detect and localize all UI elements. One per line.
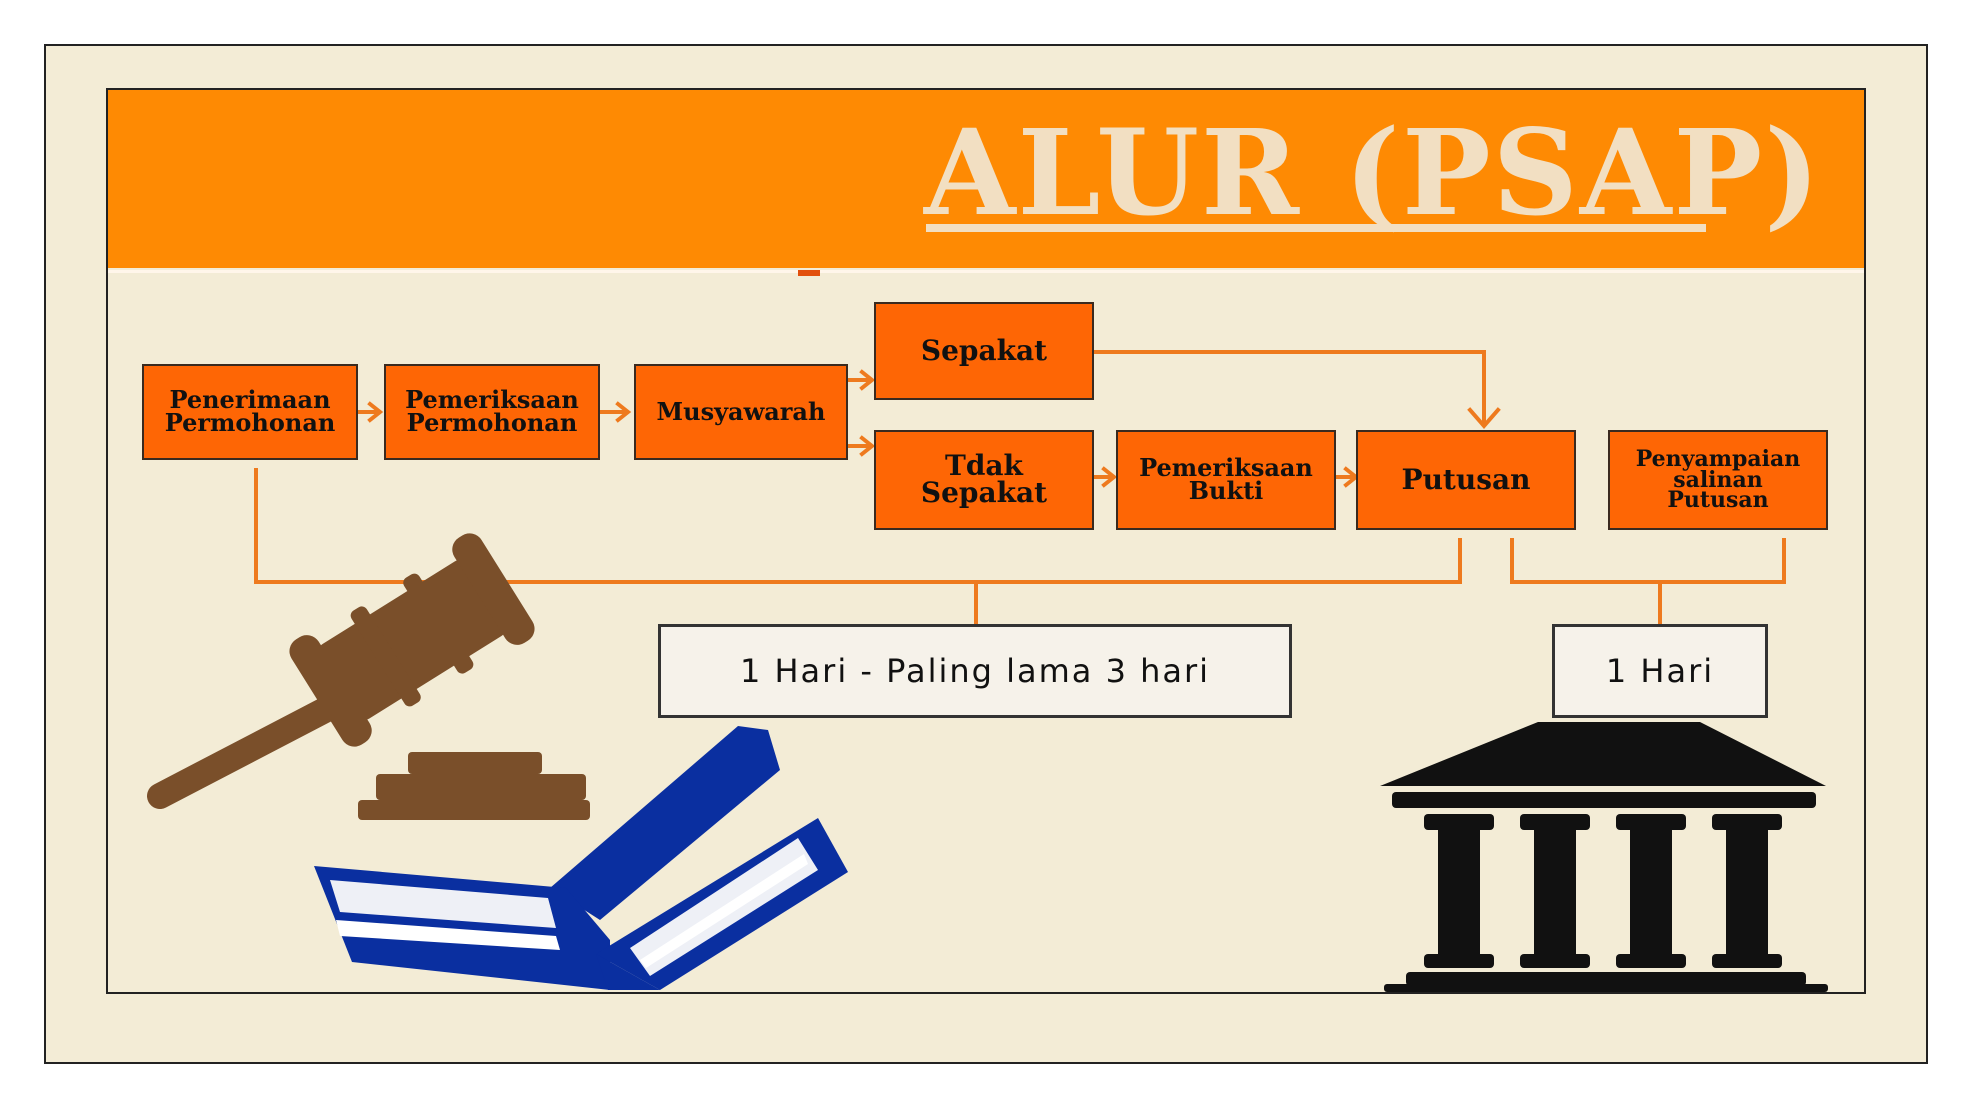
step-sepakat: Sepakat xyxy=(874,302,1094,400)
step-penerimaan-permohonan: Penerimaan Permohonan xyxy=(142,364,358,460)
step-penyampaian-salinan-putusan: Penyampaian salinan Putusan xyxy=(1608,430,1828,530)
page-title: ALUR (PSAP) xyxy=(924,103,1823,242)
step-tidak-sepakat: Tdak Sepakat xyxy=(874,430,1094,530)
step-musyawarah: Musyawarah xyxy=(634,364,848,460)
banner-marker xyxy=(798,270,820,276)
step-pemeriksaan-permohonan: Pemeriksaan Permohonan xyxy=(384,364,600,460)
slide-content: ALUR (PSAP) xyxy=(106,88,1866,994)
step-putusan: Putusan xyxy=(1356,430,1576,530)
step-pemeriksaan-bukti: Pemeriksaan Bukti xyxy=(1116,430,1336,530)
title-underline xyxy=(926,224,1706,232)
banner-divider xyxy=(108,270,1864,273)
duration-second-stage: 1 Hari xyxy=(1552,624,1768,718)
duration-first-stage: 1 Hari - Paling lama 3 hari xyxy=(658,624,1292,718)
title-banner xyxy=(108,90,1864,268)
